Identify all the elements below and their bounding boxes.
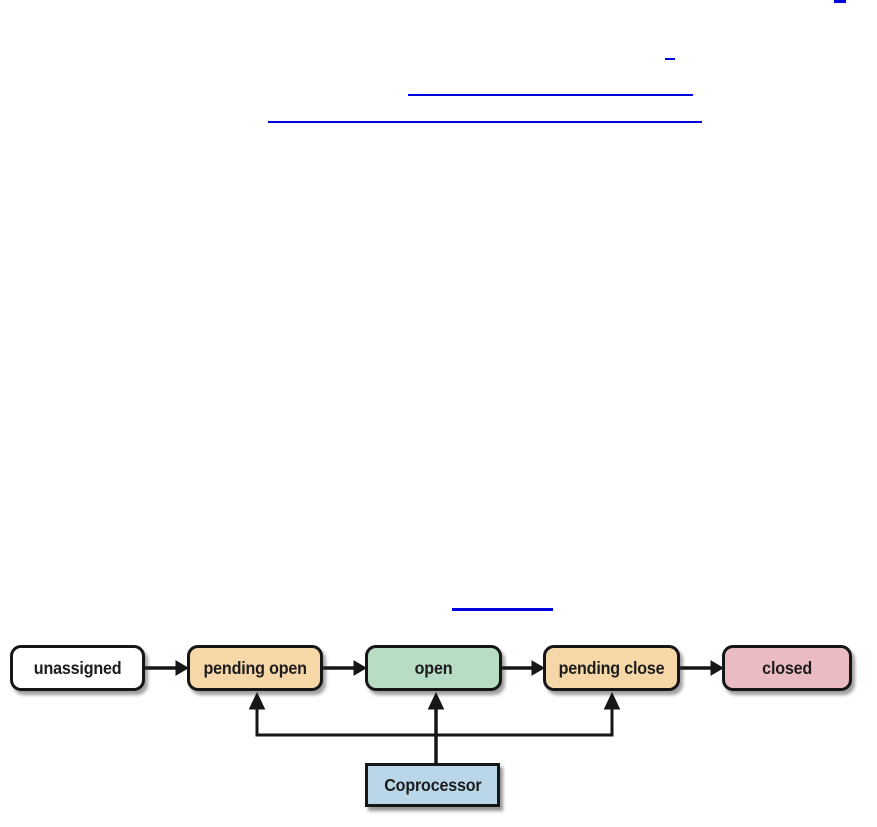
state-box-pending-open: pending open [187,645,323,691]
coprocessor-box: Coprocessor [365,763,500,807]
coprocessor-label: Coprocessor [383,774,482,795]
region-lifecycle-diagram: unassigned pending open open pending clo… [0,635,877,827]
flow-arrows [144,660,724,676]
state-box-open: open [365,645,502,691]
state-label-unassigned: unassigned [33,657,122,678]
state-label-pending-close: pending close [558,657,665,678]
link-underline-1[interactable] [408,94,693,96]
state-box-pending-close: pending close [543,645,680,691]
state-box-closed: closed [722,645,852,691]
state-label-open: open [414,657,453,678]
state-label-pending-open: pending open [203,657,307,678]
coprocessor-arrows [248,691,621,765]
state-label-closed: closed [762,657,812,678]
state-box-unassigned: unassigned [10,645,145,691]
link-underline-2[interactable] [268,121,702,123]
link-underline-top-right[interactable] [834,0,846,3]
link-underline-figure-reference[interactable] [452,608,553,611]
link-underline-short[interactable] [665,58,675,60]
transition-arrows [144,660,724,765]
